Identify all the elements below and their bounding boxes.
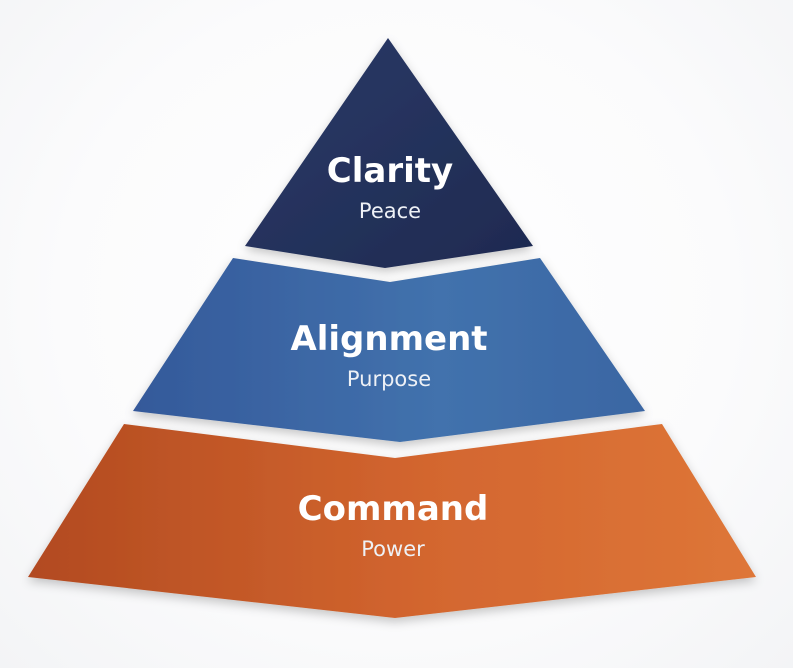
tier-clarity-title: Clarity bbox=[327, 151, 453, 191]
tier-alignment-title: Alignment bbox=[290, 319, 487, 359]
tier-command-shape bbox=[28, 424, 756, 618]
tier-command-subtitle: Power bbox=[361, 537, 425, 561]
tier-clarity: Clarity Peace bbox=[245, 38, 533, 268]
tier-clarity-subtitle: Peace bbox=[359, 199, 421, 223]
tier-alignment-shape bbox=[133, 258, 645, 442]
tier-alignment-subtitle: Purpose bbox=[347, 367, 431, 391]
tier-clarity-shape bbox=[245, 38, 533, 268]
tier-command: Command Power bbox=[28, 424, 756, 618]
tier-command-title: Command bbox=[298, 489, 489, 529]
tier-alignment: Alignment Purpose bbox=[133, 258, 645, 442]
